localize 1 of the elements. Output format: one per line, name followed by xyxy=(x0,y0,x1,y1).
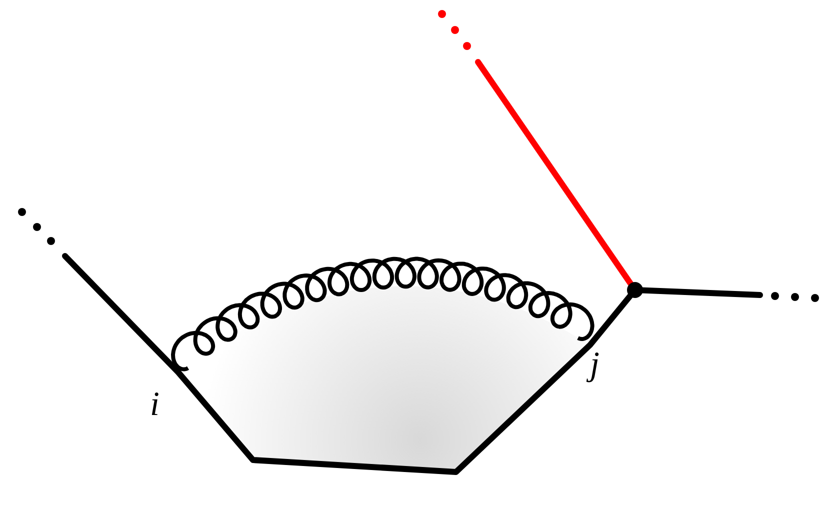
vertex-label: i xyxy=(150,388,160,422)
